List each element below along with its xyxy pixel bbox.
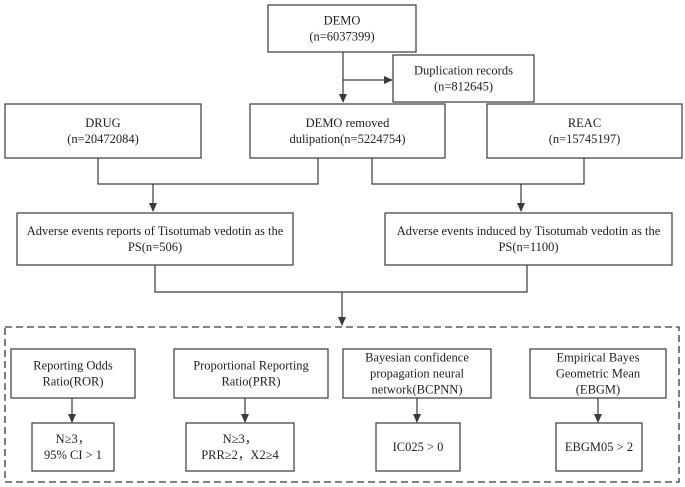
box-label-line: Ratio(ROR)	[42, 375, 103, 389]
box-outline	[185, 422, 295, 472]
box-demo: DEMO (n=6037399)	[267, 4, 417, 53]
box-duplication-records: Duplication records (n=812645)	[392, 54, 535, 103]
box-outline	[384, 212, 673, 266]
box-label-line: PS(n=1100)	[498, 240, 558, 254]
box-drug: DRUG (n=20472084)	[4, 103, 202, 159]
box-label-line: (n=6037399)	[309, 30, 374, 44]
box-outline	[31, 422, 115, 472]
box-label-line: DEMO	[324, 14, 361, 28]
box-outline	[486, 103, 683, 159]
connector-drug-to-merge	[97, 158, 319, 185]
box-label-line: (n=20472084)	[67, 132, 139, 146]
box-label-line: IC025 > 0	[393, 440, 444, 454]
box-label-line: N≥3，	[223, 432, 258, 446]
box-label-line: Empirical Bayes	[557, 351, 640, 365]
box-label-line: Adverse events induced by Tisotumab vedo…	[397, 224, 661, 238]
box-outline	[4, 103, 202, 159]
box-label-line: DEMO removed	[306, 116, 390, 130]
box-outline	[16, 212, 294, 266]
box-label-line: (n=15745197)	[549, 132, 621, 146]
box-outline	[249, 103, 446, 159]
box-outline	[342, 348, 492, 399]
box-label-line: network(BCPNN)	[372, 383, 463, 397]
box-outline	[267, 4, 417, 53]
box-label-line: 95% CI > 1	[44, 448, 102, 462]
box-label-line: (n=812645)	[434, 80, 493, 94]
box-prr-criteria: N≥3， PRR≥2，X2≥4	[185, 422, 295, 472]
box-label-line: Duplication records	[414, 64, 513, 78]
box-label-line: (EBGM)	[576, 383, 620, 397]
signal-detection-frame	[4, 326, 680, 483]
box-label-line: Adverse events reports of Tisotumab vedo…	[27, 224, 284, 238]
box-outline	[10, 348, 136, 399]
connector-ae-merge	[154, 265, 528, 293]
connectors	[68, 52, 602, 423]
box-reac: REAC (n=15745197)	[486, 103, 683, 159]
box-outline	[529, 348, 667, 399]
box-label-line: Proportional Reporting	[193, 359, 309, 373]
box-label-line: REAC	[568, 116, 601, 130]
box-ror-criteria: N≥3， 95% CI > 1	[31, 422, 115, 472]
box-label-line: PS(n=506)	[128, 240, 182, 254]
box-outline	[173, 348, 329, 399]
box-ebgm-criteria: EBGM05 > 2	[555, 422, 643, 472]
connector-reac-to-merge	[371, 158, 585, 185]
box-ae-induced: Adverse events induced by Tisotumab vedo…	[384, 212, 673, 266]
box-bcpnn: Bayesian confidence propagation neural net…	[342, 348, 492, 399]
box-label-line: Reporting Odds	[33, 359, 113, 373]
box-outline	[555, 422, 643, 472]
box-label-line: propagation neural	[370, 367, 465, 381]
box-label-line: Ratio(PRR)	[221, 375, 280, 389]
box-label-line: Bayesian confidence	[365, 351, 469, 365]
box-label-line: PRR≥2，X2≥4	[201, 448, 279, 462]
box-label-line: N≥3，	[56, 432, 91, 446]
box-demo-removed: DEMO removed dulipation(n=5224754)	[249, 103, 446, 159]
box-outline	[375, 422, 461, 472]
box-label-line: dulipation(n=5224754)	[289, 132, 405, 146]
box-bcpnn-criteria: IC025 > 0	[375, 422, 461, 472]
box-outline	[392, 54, 535, 103]
box-label-line: Geometric Mean	[556, 367, 641, 381]
box-label-line: EBGM05 > 2	[565, 440, 633, 454]
box-label-line: DRUG	[85, 116, 120, 130]
box-ae-reports: Adverse events reports of Tisotumab vedo…	[16, 212, 294, 266]
